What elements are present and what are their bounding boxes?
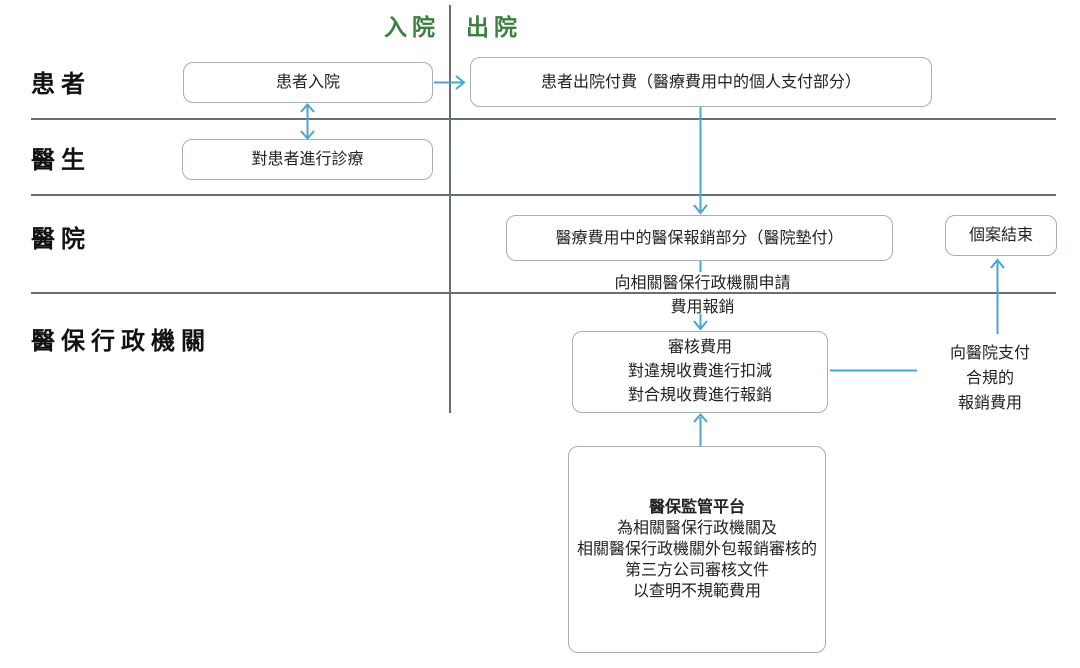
box-patient-discharge-payment: 患者出院付費（醫療費用中的個人支付部分） bbox=[470, 57, 932, 107]
box-case-closed-label: 個案結束 bbox=[968, 227, 1033, 244]
row-label-patient: 患者 bbox=[31, 72, 91, 98]
column-header-admission: 入院 bbox=[384, 15, 440, 40]
row-separator-2 bbox=[31, 194, 1056, 196]
box-patient-admission: 患者入院 bbox=[183, 62, 433, 103]
box-supervision-platform-line1: 為相關醫保行政機關及 bbox=[616, 520, 777, 537]
box-hospital-prepaid: 醫療費用中的醫保報銷部分（醫院墊付） bbox=[506, 215, 893, 261]
box-review-fees-line1: 審核費用 bbox=[667, 339, 732, 356]
box-hospital-prepaid-label: 醫療費用中的醫保報銷部分（醫院墊付） bbox=[555, 229, 844, 247]
row-separator-3 bbox=[31, 292, 1056, 294]
row-separator-1 bbox=[31, 118, 1056, 120]
box-supervision-platform-line3: 第三方公司審核文件 bbox=[624, 562, 769, 579]
arrow-patient-doctor-bidirectional bbox=[300, 102, 315, 141]
label-apply-reimbursement-line2: 費用報銷 bbox=[670, 299, 735, 316]
box-supervision-platform-line4: 以查明不規範費用 bbox=[632, 583, 761, 600]
arrow-pay-label-to-case-closed bbox=[990, 258, 1005, 334]
label-pay-hospital-line1: 向醫院支付 bbox=[949, 345, 1030, 362]
box-patient-admission-label: 患者入院 bbox=[275, 74, 340, 91]
row-label-insurance-authority: 醫保行政機關 bbox=[31, 329, 211, 355]
column-header-discharge: 出院 bbox=[466, 15, 522, 40]
column-divider-line bbox=[449, 5, 451, 413]
box-review-fees-line3: 對合規收費進行報銷 bbox=[627, 387, 772, 404]
box-review-fees-line2: 對違規收費進行扣減 bbox=[627, 363, 772, 380]
label-pay-hospital-line2: 合規的 bbox=[965, 370, 1014, 387]
arrow-discharge-to-hospital bbox=[693, 107, 708, 215]
row-label-hospital: 醫院 bbox=[31, 227, 91, 253]
box-review-fees: 審核費用 對違規收費進行扣減 對合規收費進行報銷 bbox=[572, 331, 828, 413]
arrow-platform-to-review bbox=[693, 412, 708, 446]
label-apply-reimbursement: 向相關醫保行政機關申請 費用報銷 bbox=[575, 272, 830, 320]
label-pay-hospital: 向醫院支付 合規的 報銷費用 bbox=[915, 341, 1065, 416]
box-doctor-treatment: 對患者進行診療 bbox=[182, 139, 433, 180]
box-supervision-platform-line2: 相關醫保行政機關外包報銷審核的 bbox=[576, 541, 817, 558]
box-doctor-treatment-label: 對患者進行診療 bbox=[251, 151, 364, 168]
box-supervision-platform: 醫保監管平台 為相關醫保行政機關及 相關醫保行政機關外包報銷審核的 第三方公司審… bbox=[568, 446, 826, 653]
label-apply-reimbursement-line1: 向相關醫保行政機關申請 bbox=[614, 275, 791, 292]
row-label-doctor: 醫生 bbox=[31, 148, 91, 174]
box-case-closed: 個案結束 bbox=[945, 215, 1057, 256]
box-patient-discharge-payment-label: 患者出院付費（醫療費用中的個人支付部分） bbox=[540, 73, 861, 91]
box-supervision-platform-title: 醫保監管平台 bbox=[648, 499, 745, 516]
label-pay-hospital-line3: 報銷費用 bbox=[957, 395, 1022, 412]
